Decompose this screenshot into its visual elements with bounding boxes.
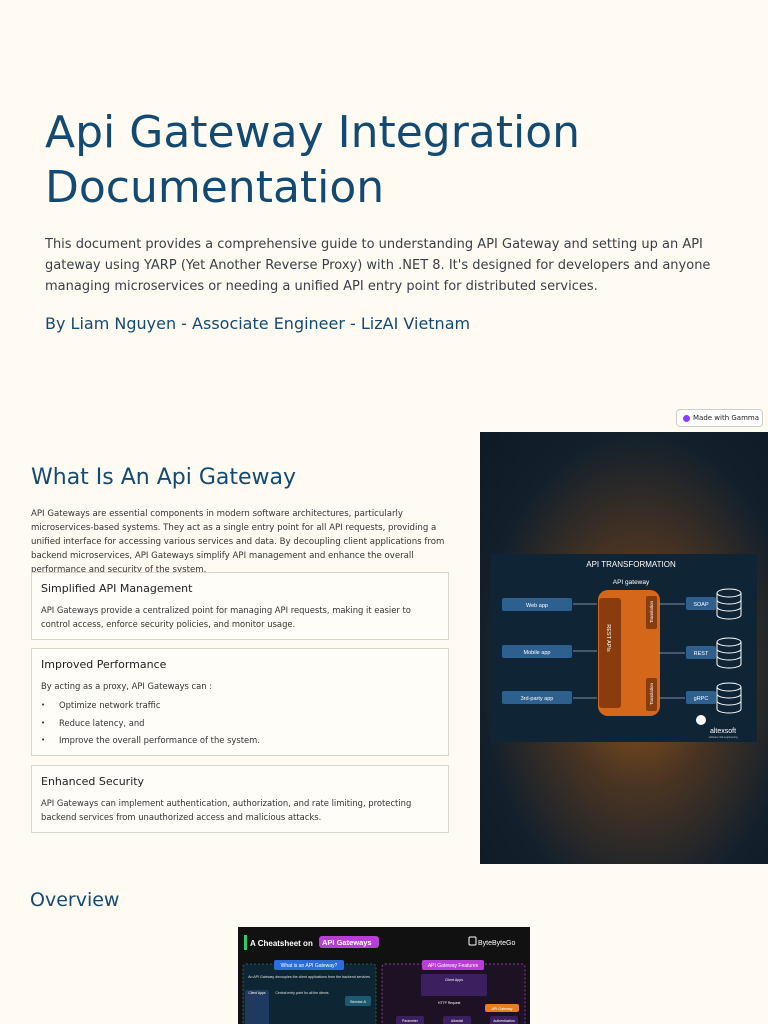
allowlist-box bbox=[443, 1016, 471, 1024]
service-a-label: Service A bbox=[350, 1000, 367, 1004]
cheatsheet-right-heading-box bbox=[422, 960, 484, 970]
section-heading-what-is: What Is An Api Gateway bbox=[31, 465, 297, 490]
backend-label-grpc: gRPC bbox=[694, 696, 709, 702]
bytebytego-logo-icon bbox=[468, 936, 477, 946]
client-box-mobile bbox=[502, 645, 572, 658]
cheatsheet-title-highlight-text: API Gateways bbox=[322, 938, 372, 947]
cheatsheet-brand: ByteByteGo bbox=[478, 940, 515, 947]
diagram-brand-sub: software r&d engineering bbox=[709, 735, 738, 739]
card-text: By acting as a proxy, API Gateways can : bbox=[41, 681, 213, 691]
list-item: Improve the overall performance of the s… bbox=[41, 732, 439, 750]
cheatsheet-left-text: An API Gateway decouples the client appl… bbox=[248, 975, 370, 979]
diagram-gateway-label: API gateway bbox=[613, 579, 650, 586]
api-transformation-diagram: API TRANSFORMATION API gateway REST APIs… bbox=[491, 554, 757, 742]
translation-label-bottom: Translation bbox=[649, 682, 654, 705]
api-gateway-label: API Gateway bbox=[492, 1007, 513, 1011]
diagram-title: API TRANSFORMATION bbox=[586, 560, 676, 569]
cheatsheet-title-highlight bbox=[319, 936, 379, 948]
author-byline: By Liam Nguyen - Associate Engineer - Li… bbox=[45, 314, 471, 333]
client-apps-box bbox=[245, 990, 269, 1024]
backend-box-rest bbox=[686, 646, 716, 659]
database-icon bbox=[716, 682, 742, 714]
right-client-apps-label: Client Apps bbox=[445, 978, 463, 982]
rest-apis-label: REST APIs bbox=[605, 624, 611, 652]
gamma-icon bbox=[683, 414, 690, 422]
card-title: Simplified API Management bbox=[41, 582, 193, 595]
cheatsheet-accent-bar bbox=[244, 935, 247, 950]
card-text: API Gateways can implement authenticatio… bbox=[41, 798, 412, 822]
auth-label: Authentication bbox=[493, 1019, 515, 1023]
card-title: Enhanced Security bbox=[41, 775, 145, 788]
auth-box bbox=[490, 1016, 518, 1024]
api-gateway-box bbox=[485, 1004, 519, 1012]
client-box-web bbox=[502, 598, 572, 611]
badge-label: Made with Gamma bbox=[693, 414, 760, 422]
section-paragraph: API Gateways are essential components in… bbox=[31, 509, 445, 573]
database-icon bbox=[716, 588, 742, 620]
cheatsheet-left-panel bbox=[242, 963, 377, 1024]
rest-apis-bar bbox=[599, 598, 621, 708]
card-text: API Gateways provide a centralized point… bbox=[41, 605, 411, 629]
card-enhanced-security: Enhanced Security API Gateways can imple… bbox=[31, 765, 449, 833]
central-entry-label: Central entry point for all the clients bbox=[275, 991, 328, 995]
section-heading-overview: Overview bbox=[30, 889, 120, 911]
api-gateway-cheatsheet-image: A Cheatsheet on API Gateways ByteByteGo … bbox=[238, 927, 530, 1024]
cheatsheet-title: A Cheatsheet on bbox=[250, 939, 313, 948]
intro-paragraph: This document provides a comprehensive g… bbox=[45, 237, 711, 294]
client-box-thirdparty bbox=[502, 691, 572, 704]
http-request-label: HTTP Request bbox=[438, 1001, 460, 1005]
translation-bar-bottom bbox=[646, 678, 657, 711]
cheatsheet-right-heading: API Gateway Features bbox=[428, 963, 479, 969]
cheatsheet-left-heading: What is an API Gateway? bbox=[281, 963, 338, 969]
backend-label-soap: SOAP bbox=[693, 602, 709, 608]
translation-label-top: Translation bbox=[649, 600, 654, 623]
card-simplified-management: Simplified API Management API Gateways p… bbox=[31, 572, 449, 640]
service-a-box bbox=[345, 996, 371, 1006]
allowlist-label: Allowlist bbox=[451, 1019, 463, 1023]
database-icon bbox=[716, 637, 742, 669]
backend-label-rest: REST bbox=[694, 651, 709, 657]
list-item: Optimize network traffic bbox=[41, 697, 439, 715]
cheatsheet-left-heading-box bbox=[274, 960, 344, 970]
translation-bar-top bbox=[646, 596, 657, 629]
diagram-brand: altexsoft bbox=[710, 728, 736, 735]
client-label-thirdparty: 3rd-party app bbox=[521, 696, 554, 702]
parameter-label: Parameter bbox=[402, 1019, 419, 1023]
client-label-web: Web app bbox=[526, 603, 548, 609]
right-client-apps-box bbox=[421, 974, 487, 996]
bullet-list: Optimize network traffic Reduce latency,… bbox=[41, 697, 439, 750]
page-title: Api Gateway Integration Documentation bbox=[45, 107, 581, 213]
client-label-mobile: Mobile app bbox=[524, 650, 551, 656]
backend-box-soap bbox=[686, 597, 716, 610]
altexsoft-logo-icon bbox=[696, 715, 706, 725]
client-apps-label: Client Apps bbox=[248, 991, 265, 995]
list-item: Reduce latency, and bbox=[41, 715, 439, 733]
api-transformation-image: API TRANSFORMATION API gateway REST APIs… bbox=[480, 432, 768, 864]
card-improved-performance: Improved Performance By acting as a prox… bbox=[31, 648, 449, 756]
parameter-box bbox=[396, 1016, 424, 1024]
card-title: Improved Performance bbox=[41, 658, 167, 671]
made-with-gamma-badge[interactable]: Made with Gamma bbox=[676, 409, 763, 427]
backend-box-grpc bbox=[686, 691, 716, 704]
